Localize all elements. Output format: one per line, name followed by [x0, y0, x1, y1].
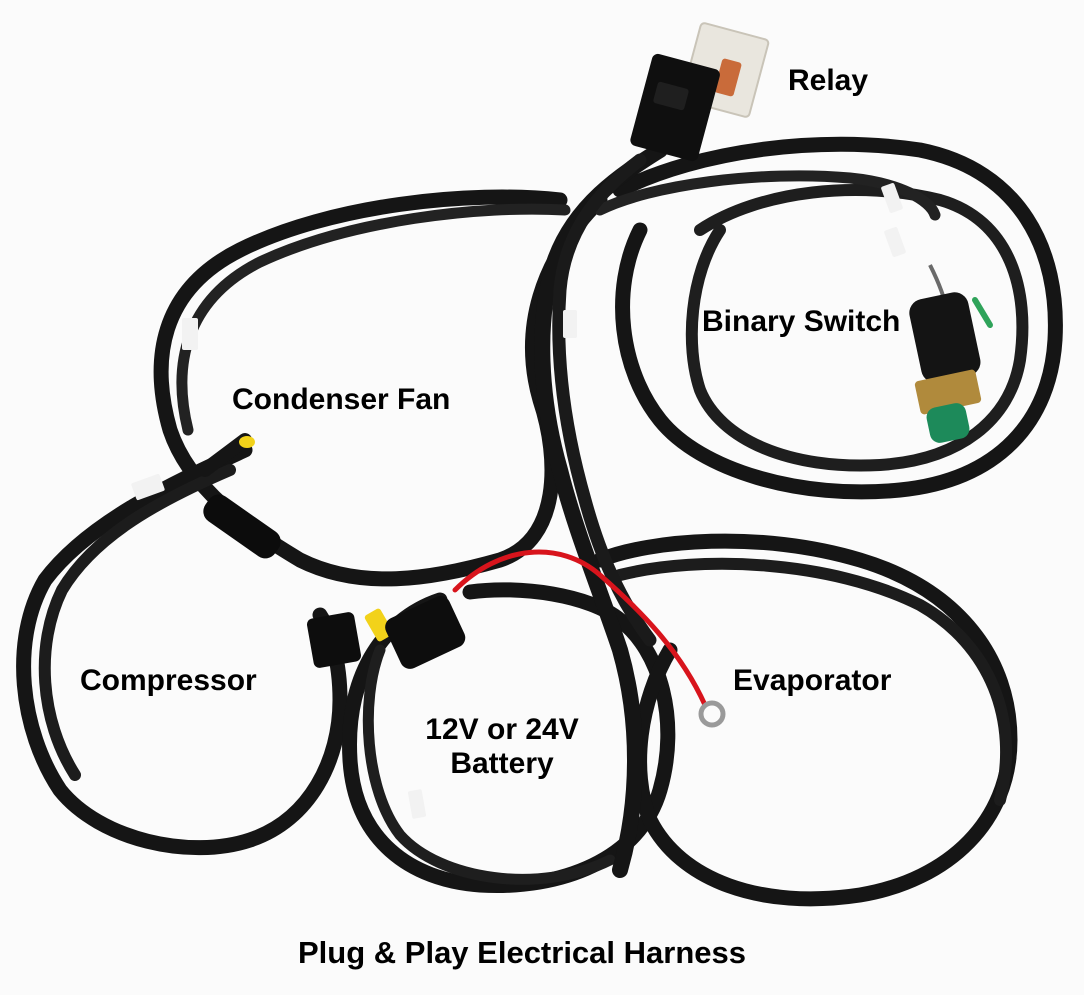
- binary-switch-label: Binary Switch: [702, 305, 901, 338]
- splice-sleeve: [203, 494, 281, 559]
- battery-label-line2: Battery: [450, 747, 554, 780]
- compressor-cable: [16, 442, 348, 856]
- evaporator-label: Evaporator: [733, 664, 892, 697]
- binary-switch-component: [909, 264, 993, 443]
- compressor-label: Compressor: [80, 664, 257, 697]
- binary-switch-cable: [612, 136, 1063, 500]
- relay-label: Relay: [788, 64, 869, 97]
- fuse-holder: [306, 596, 466, 669]
- evaporator-cable: [592, 533, 1018, 907]
- relay-assembly: [630, 22, 770, 162]
- image-caption: Plug & Play Electrical Harness: [298, 935, 746, 970]
- red-positive-wire: [452, 549, 726, 728]
- condenser-fan-label: Condenser Fan: [232, 383, 451, 416]
- cable-tags: [131, 183, 906, 819]
- condenser-lead-tip: [198, 433, 255, 477]
- battery-label: 12V or 24V Battery: [404, 713, 600, 781]
- ring-terminal: [698, 700, 726, 728]
- battery-label-line1: 12V or 24V: [425, 713, 579, 746]
